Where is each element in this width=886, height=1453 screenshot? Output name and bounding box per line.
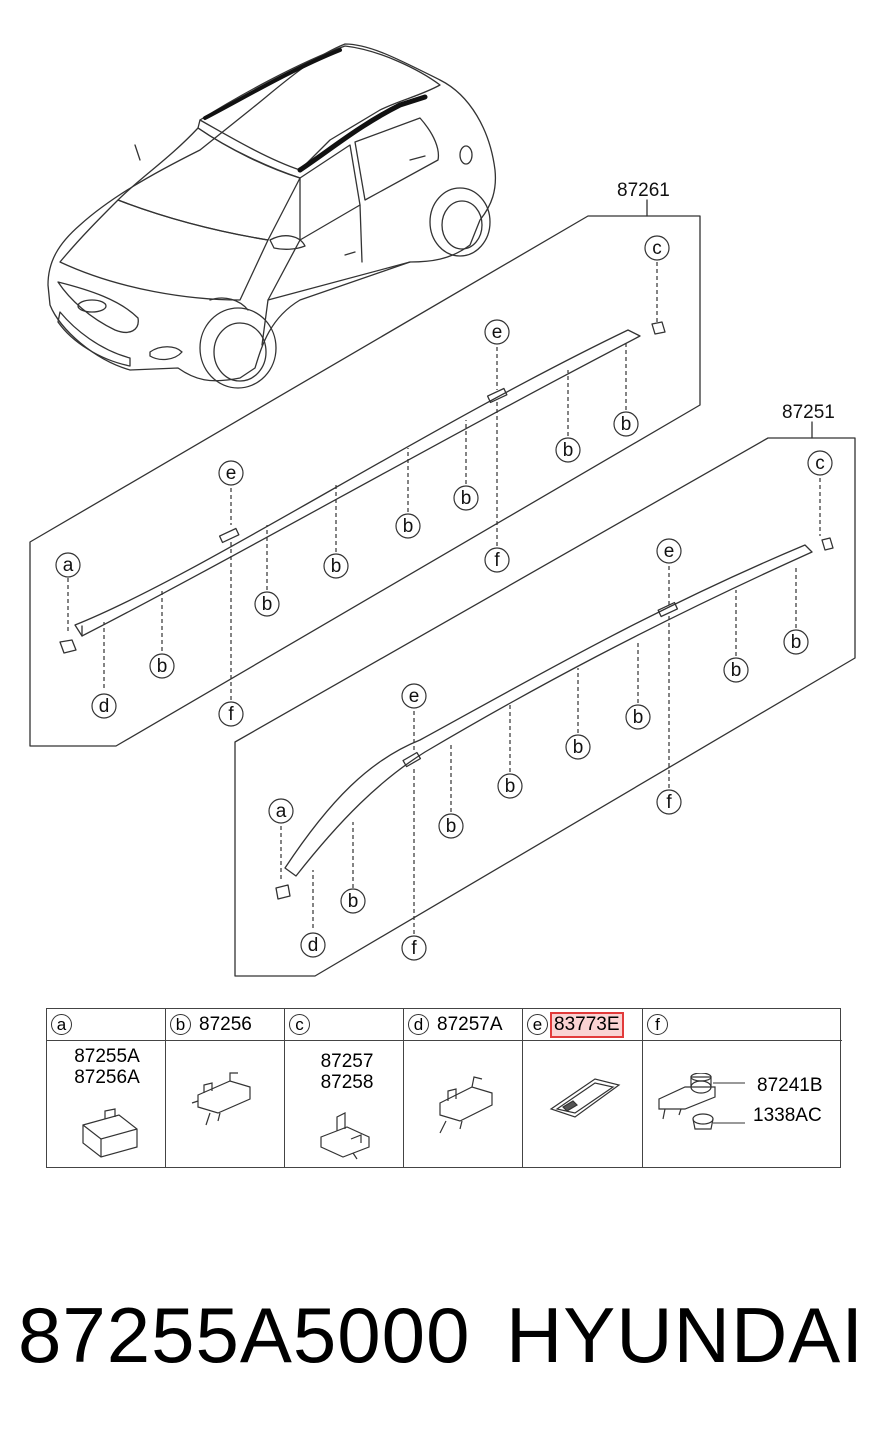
clip-a-icon bbox=[82, 1108, 138, 1158]
callout-e: e bbox=[226, 463, 237, 484]
legend-cell-e: e 83773E bbox=[523, 1009, 643, 1167]
part-number-1338AC: 1338AC bbox=[753, 1105, 822, 1126]
callout-f: f bbox=[666, 792, 672, 813]
legend-header-d: d 87257A bbox=[404, 1009, 522, 1041]
callout-a: a bbox=[276, 801, 287, 822]
legend-key-b: b bbox=[170, 1014, 191, 1035]
legend-key-f: f bbox=[647, 1014, 668, 1035]
legend-key-d: d bbox=[408, 1014, 429, 1035]
legend-header-c: c bbox=[285, 1009, 403, 1041]
clip-f-icon bbox=[658, 1073, 745, 1130]
legend-header-f: f bbox=[643, 1009, 842, 1041]
part-number-87257: 87257 bbox=[320, 1051, 374, 1072]
upper-assembly-outline bbox=[29, 215, 701, 747]
cover-e-icon bbox=[549, 1078, 621, 1118]
callout-b: b bbox=[331, 556, 342, 577]
callout-e: e bbox=[409, 686, 420, 707]
footer-brand: HYUNDAI bbox=[505, 1291, 864, 1379]
legend-part-numbers-c: 87257 87258 bbox=[307, 1051, 387, 1093]
callout-d: d bbox=[99, 696, 110, 717]
callout-f: f bbox=[494, 550, 500, 571]
callout-e: e bbox=[492, 322, 503, 343]
legend-cell-a: a 87255A 87256A bbox=[47, 1009, 166, 1167]
legend-cell-b: b 87256 bbox=[166, 1009, 285, 1167]
callout-a: a bbox=[63, 555, 74, 576]
legend-part-numbers-a: 87255A 87256A bbox=[67, 1046, 147, 1088]
callout-b: b bbox=[633, 707, 644, 728]
callout-b: b bbox=[505, 776, 516, 797]
clip-d-icon bbox=[439, 1076, 493, 1134]
legend-code-d: 87257A bbox=[437, 1013, 503, 1035]
clip-c-icon bbox=[320, 1112, 370, 1160]
callout-b: b bbox=[157, 656, 168, 677]
part-number-87255A: 87255A bbox=[74, 1046, 140, 1067]
clip-b-icon bbox=[191, 1072, 251, 1126]
callout-f: f bbox=[228, 704, 234, 725]
callout-b: b bbox=[446, 816, 457, 837]
callout-b: b bbox=[461, 488, 472, 509]
part-number-87258: 87258 bbox=[320, 1072, 374, 1093]
callout-e: e bbox=[664, 541, 675, 562]
legend-code-b: 87256 bbox=[199, 1013, 252, 1035]
callout-b: b bbox=[573, 737, 584, 758]
legend-header-e: e 83773E bbox=[523, 1009, 642, 1041]
assembly-label-lower: 87251 bbox=[782, 402, 835, 423]
car-illustration bbox=[47, 43, 497, 389]
callout-b: b bbox=[262, 594, 273, 615]
legend-cell-c: c 87257 87258 bbox=[285, 1009, 404, 1167]
lower-roof-rail bbox=[284, 544, 813, 877]
callout-b: b bbox=[403, 516, 414, 537]
assembly-label-upper: 87261 bbox=[617, 180, 670, 201]
callout-d: d bbox=[308, 935, 319, 956]
callout-b: b bbox=[348, 891, 359, 912]
footer-caption: 87255A5000 HYUNDAI bbox=[0, 1290, 886, 1410]
callout-f: f bbox=[411, 938, 417, 959]
parts-legend-table: a 87255A 87256A b 87256 bbox=[46, 1008, 842, 1168]
upper-roof-rail bbox=[74, 329, 641, 637]
legend-key-a: a bbox=[51, 1014, 72, 1035]
callout-b: b bbox=[621, 414, 632, 435]
lower-assembly-outline bbox=[234, 437, 856, 977]
legend-code-e-highlighted: 83773E bbox=[550, 1011, 624, 1038]
footer-part-number: 87255A5000 bbox=[18, 1291, 471, 1379]
legend-cell-d: d 87257A bbox=[404, 1009, 523, 1167]
callout-c: c bbox=[652, 238, 662, 259]
legend-key-c: c bbox=[289, 1014, 310, 1035]
callout-b: b bbox=[563, 440, 574, 461]
callout-b: b bbox=[731, 660, 742, 681]
legend-cell-f: f 87241B 1338AC bbox=[643, 1009, 842, 1167]
legend-key-e: e bbox=[527, 1014, 548, 1035]
exploded-parts-diagram: a d b e f b b b b e f b b c a d b e f b … bbox=[29, 43, 856, 977]
legend-header-a: a bbox=[47, 1009, 165, 1041]
legend-header-b: b 87256 bbox=[166, 1009, 284, 1041]
callout-b: b bbox=[791, 632, 802, 653]
part-number-87241B: 87241B bbox=[757, 1075, 823, 1096]
callout-c: c bbox=[815, 453, 825, 474]
part-number-87256A: 87256A bbox=[74, 1067, 140, 1088]
